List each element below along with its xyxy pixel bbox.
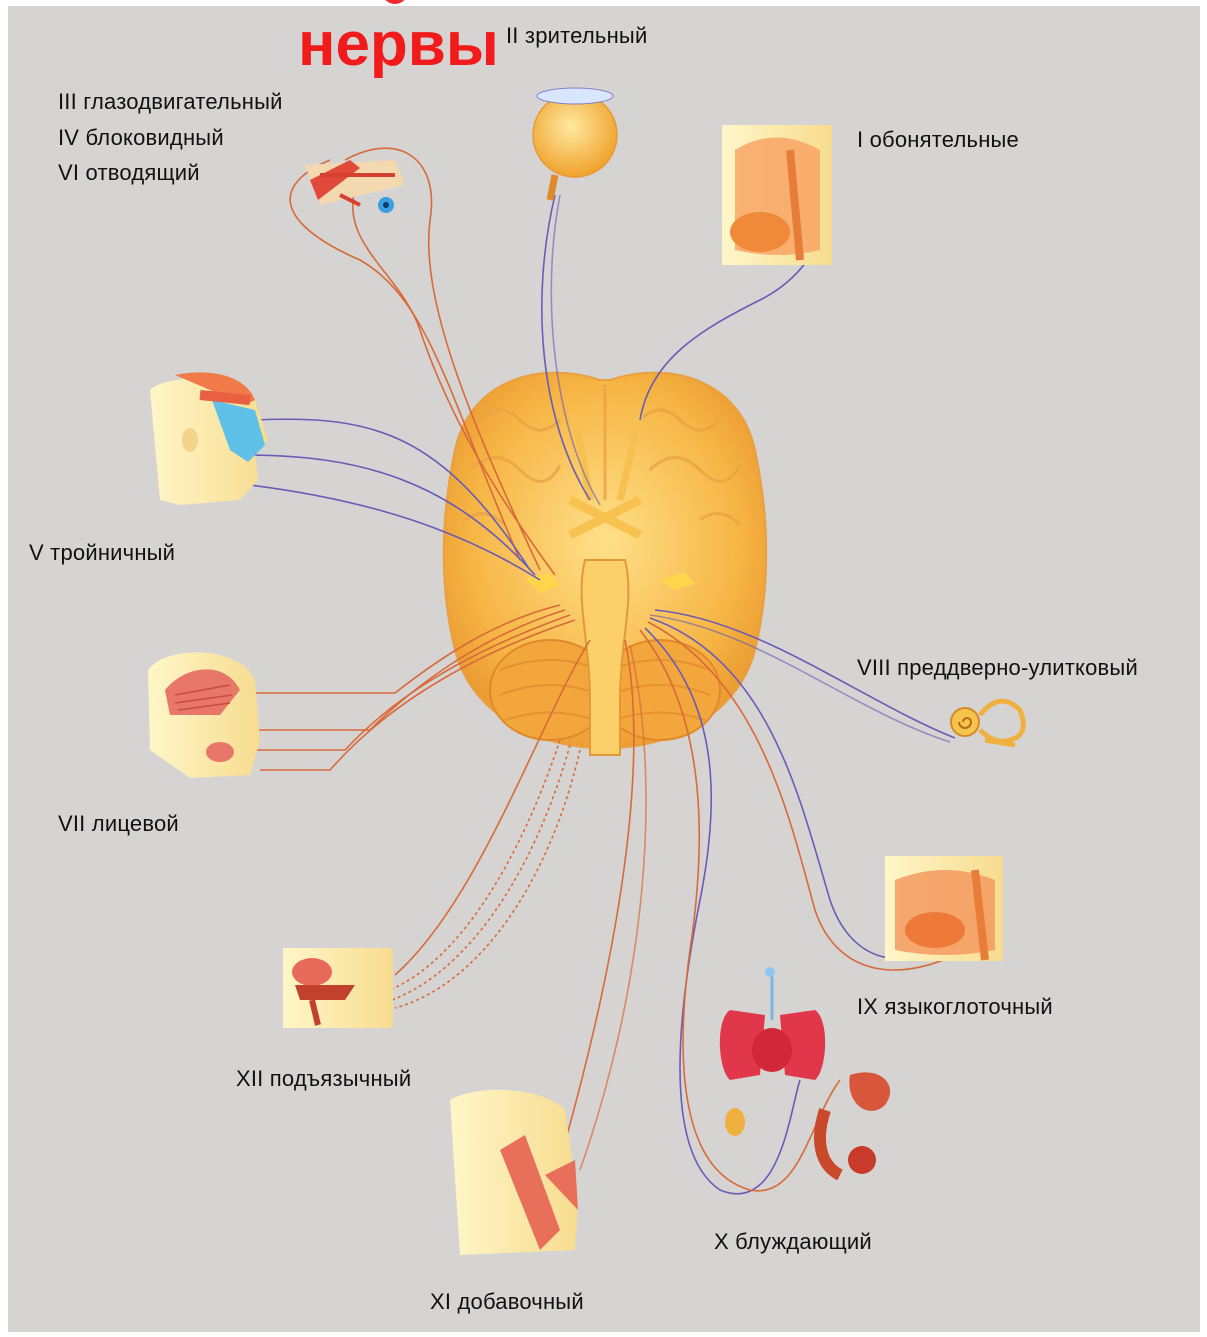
neck-accessory-illustration: [450, 1090, 578, 1255]
label-abducens-nerve: VI отводящий: [58, 160, 200, 186]
eye-illustration: [533, 88, 617, 200]
label-trigeminal-nerve: V тройничный: [29, 540, 175, 566]
brain: [444, 373, 767, 755]
label-optic-nerve: II зрительный: [506, 23, 647, 49]
head-trigeminal-illustration: [150, 372, 268, 505]
diagram-title: нервы: [298, 14, 499, 76]
label-hypoglossal-nerve: XII подъязычный: [236, 1066, 411, 1092]
label-vestibulocochlear-nerve: VIII преддверно-улитковый: [857, 655, 1138, 681]
label-oculomotor-nerve: III глазодвигательный: [58, 89, 283, 115]
eye-muscles-illustration: [305, 160, 405, 213]
nasal-cavity-illustration: [722, 125, 832, 265]
tongue-hypoglossal-illustration: [283, 948, 393, 1028]
label-accessory-nerve: XI добавочный: [430, 1289, 584, 1315]
label-trochlear-nerve: IV блоковидный: [58, 125, 224, 151]
head-facial-illustration: [148, 652, 260, 778]
label-glossopharyngeal-nerve: IX языкоглоточный: [857, 994, 1053, 1020]
inner-ear-illustration: [951, 701, 1023, 745]
label-facial-nerve: VII лицевой: [58, 811, 179, 837]
pharynx-illustration: [885, 856, 1003, 961]
label-vagus-nerve: X блуждающий: [714, 1229, 872, 1255]
label-olfactory-nerve: I обонятельные: [857, 127, 1019, 153]
